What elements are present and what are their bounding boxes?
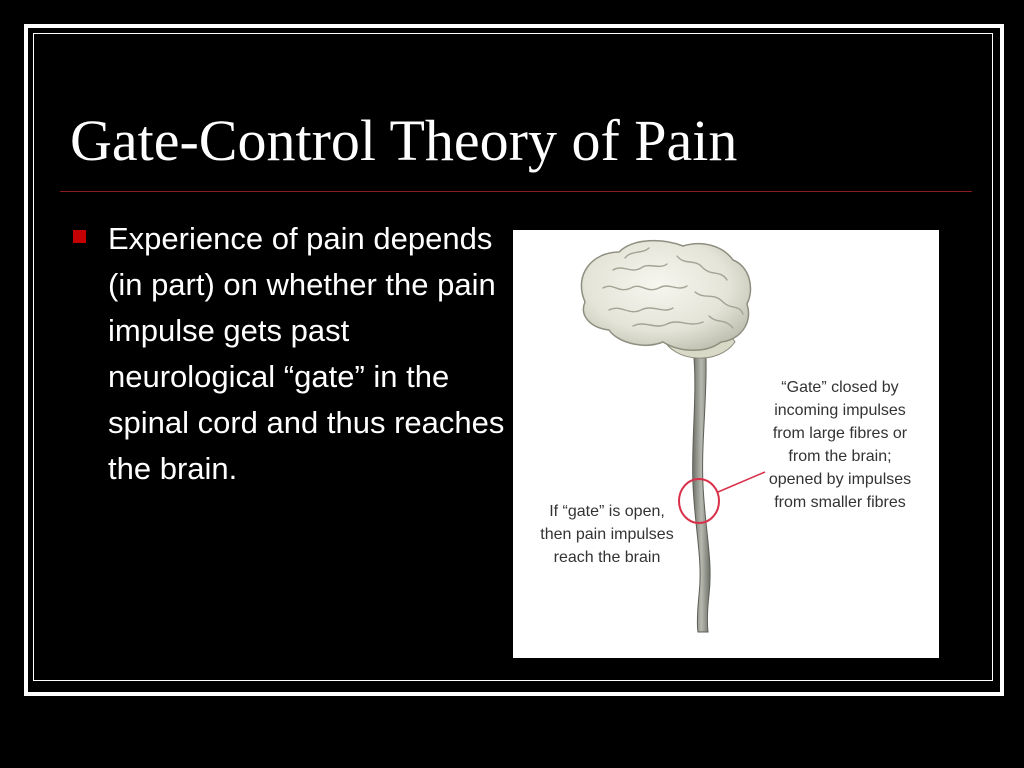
bullet-text: Experience of pain depends (in part) on … [108, 221, 505, 486]
spinal-cord [692, 357, 711, 633]
gate-highlight-circle [678, 478, 720, 524]
brain [580, 239, 752, 351]
slide-border-outer [24, 24, 1004, 696]
gate-leader-line [717, 471, 766, 493]
slide-title: Gate-Control Theory of Pain [70, 108, 738, 173]
bullet-square-icon [73, 230, 86, 243]
brain-spinal-cord-illustration [580, 239, 766, 633]
slide-border-inner [33, 33, 993, 681]
title-divider [60, 191, 972, 192]
